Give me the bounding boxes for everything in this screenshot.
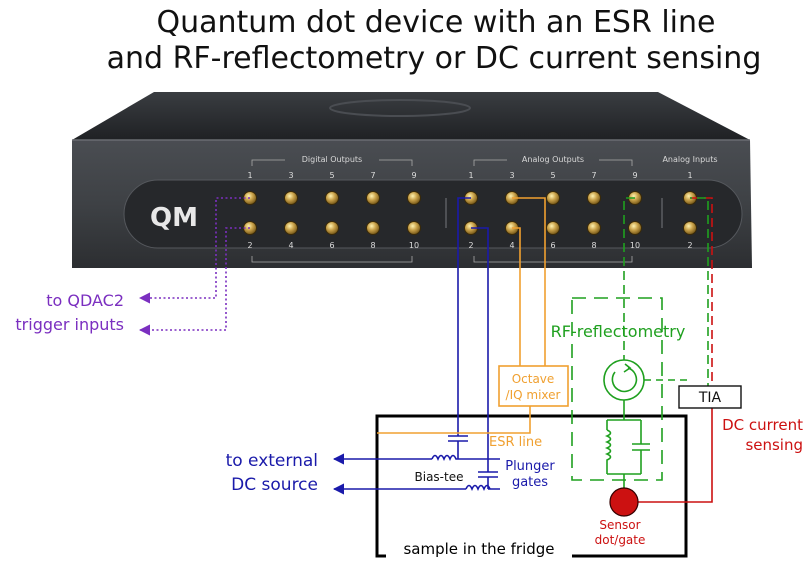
plunger-wire-ao1: [457, 197, 471, 436]
do-port-8: [366, 221, 380, 235]
do-port-label-7: 7: [370, 171, 375, 180]
sensor-label-line-1: Sensor: [599, 518, 640, 532]
do-port-label-10: 10: [409, 241, 419, 250]
ao-port-label-9: 9: [632, 171, 637, 180]
esr-line-label: ESR line: [489, 435, 542, 450]
ao-port-7: [587, 191, 601, 205]
analog-outputs-bracket-bottom: [473, 256, 633, 263]
circulator-arrowhead: [623, 363, 632, 373]
do-port-label-4: 4: [288, 241, 293, 250]
rf-dashed-box: [571, 297, 663, 481]
ao-port-8: [587, 221, 601, 235]
ao-port-label-10: 10: [630, 241, 640, 250]
ao-port-label-8: 8: [591, 241, 596, 250]
plunger-label-line-2: gates: [512, 475, 548, 490]
fridge-label-bg: [386, 537, 572, 559]
analog-outputs-group: Analog Outputs 1 3 5 7 9 2 4 6 8 10: [464, 155, 642, 263]
analog-outputs-label: Analog Outputs: [522, 155, 584, 164]
circulator: [603, 359, 645, 401]
esr-wire-to-sample: [377, 406, 531, 434]
analog-outputs-bracket-top: [473, 159, 633, 166]
plunger-wire-ao2: [471, 227, 489, 472]
external-label-line-2: DC source: [231, 475, 318, 495]
ao-port-label-7: 7: [591, 171, 596, 180]
octave-label-line-1: Octave: [512, 372, 555, 386]
sensor-label-line-2: dot/gate: [595, 533, 646, 547]
qm-device: QM Digital Outputs 1 3 5 7 9 2 4 6 8 10: [72, 92, 752, 268]
qdac-label-line-2: trigger inputs: [15, 315, 124, 334]
do-port-4: [284, 221, 298, 235]
plunger-label-line-1: Plunger: [505, 459, 555, 474]
dc-sensing-circuit: [638, 197, 713, 503]
ao-port-6: [546, 221, 560, 235]
dc-wire-tia-to-sensor: [638, 408, 713, 503]
do-port-label-3: 3: [288, 171, 293, 180]
tia-label: TIA: [698, 390, 722, 406]
ao-port-5: [546, 191, 560, 205]
external-label-line-1: to external: [226, 451, 318, 471]
do-port-label-6: 6: [329, 241, 334, 250]
tia-box: [678, 385, 742, 409]
ao-port-label-5: 5: [550, 171, 555, 180]
ai-port-2: [683, 221, 697, 235]
device-top-logo-emboss: [329, 99, 471, 117]
do-port-label-8: 8: [370, 241, 375, 250]
ao-port-label-4: 4: [509, 241, 514, 250]
do-port-label-9: 9: [411, 171, 416, 180]
esr-wires: [377, 197, 546, 434]
rf-reflectometry-circuit: [571, 197, 690, 488]
ao-port-10: [628, 221, 642, 235]
qm-logo: QM: [150, 203, 198, 233]
do-port-label-2: 2: [247, 241, 252, 250]
do-port-9: [407, 191, 421, 205]
octave-box: [498, 365, 569, 407]
fridge-label: sample in the fridge: [403, 540, 554, 558]
qdac-label-line-1: to QDAC2: [46, 291, 124, 310]
plunger-wires: [332, 197, 500, 495]
ao-port-label-3: 3: [509, 171, 514, 180]
digital-outputs-label: Digital Outputs: [302, 155, 362, 164]
title-line-1: Quantum dot device with an ESR line: [157, 5, 716, 40]
rf-wire-from-ao9: [623, 197, 635, 360]
title-line-2: and RF-reflectometry or DC current sensi…: [107, 41, 762, 76]
do-port-6: [325, 221, 339, 235]
dc-label-line-1: DC current: [722, 416, 803, 434]
do-port-7: [366, 191, 380, 205]
dc-label-line-2: sensing: [745, 436, 803, 454]
octave-label-line-2: /IQ mixer: [506, 388, 561, 402]
analog-inputs-group: Analog Inputs 1 2: [662, 155, 717, 250]
bias-tee-inductor-2: [465, 484, 500, 492]
qdac-trigger-wires: [138, 197, 250, 336]
ai-port-label-1: 1: [687, 171, 692, 180]
ao-port-label-2: 2: [468, 241, 473, 250]
digital-outputs-bracket-top: [251, 159, 413, 166]
qdac-wire-1: [138, 197, 250, 304]
bias-tee-inductor-1: [431, 454, 500, 462]
analog-inputs-label: Analog Inputs: [662, 155, 717, 164]
do-port-5: [325, 191, 339, 205]
esr-wire-ao4: [512, 227, 521, 366]
do-port-10: [407, 221, 421, 235]
ai-port-label-2: 2: [687, 241, 692, 250]
do-port-label-1: 1: [247, 171, 252, 180]
circulator-arrow: [611, 367, 638, 393]
do-port-label-5: 5: [329, 171, 334, 180]
ao-port-label-6: 6: [550, 241, 555, 250]
sensor-dot: [609, 487, 639, 517]
esr-wire-ao3: [512, 197, 546, 366]
tank-inductor: [604, 429, 612, 474]
do-port-3: [284, 191, 298, 205]
rf-reflectometry-label: RF-reflectometry: [551, 322, 686, 341]
ao-port-label-1: 1: [468, 171, 473, 180]
bias-tee-label: Bias-tee: [415, 470, 464, 484]
digital-outputs-bracket-bottom: [251, 256, 413, 263]
